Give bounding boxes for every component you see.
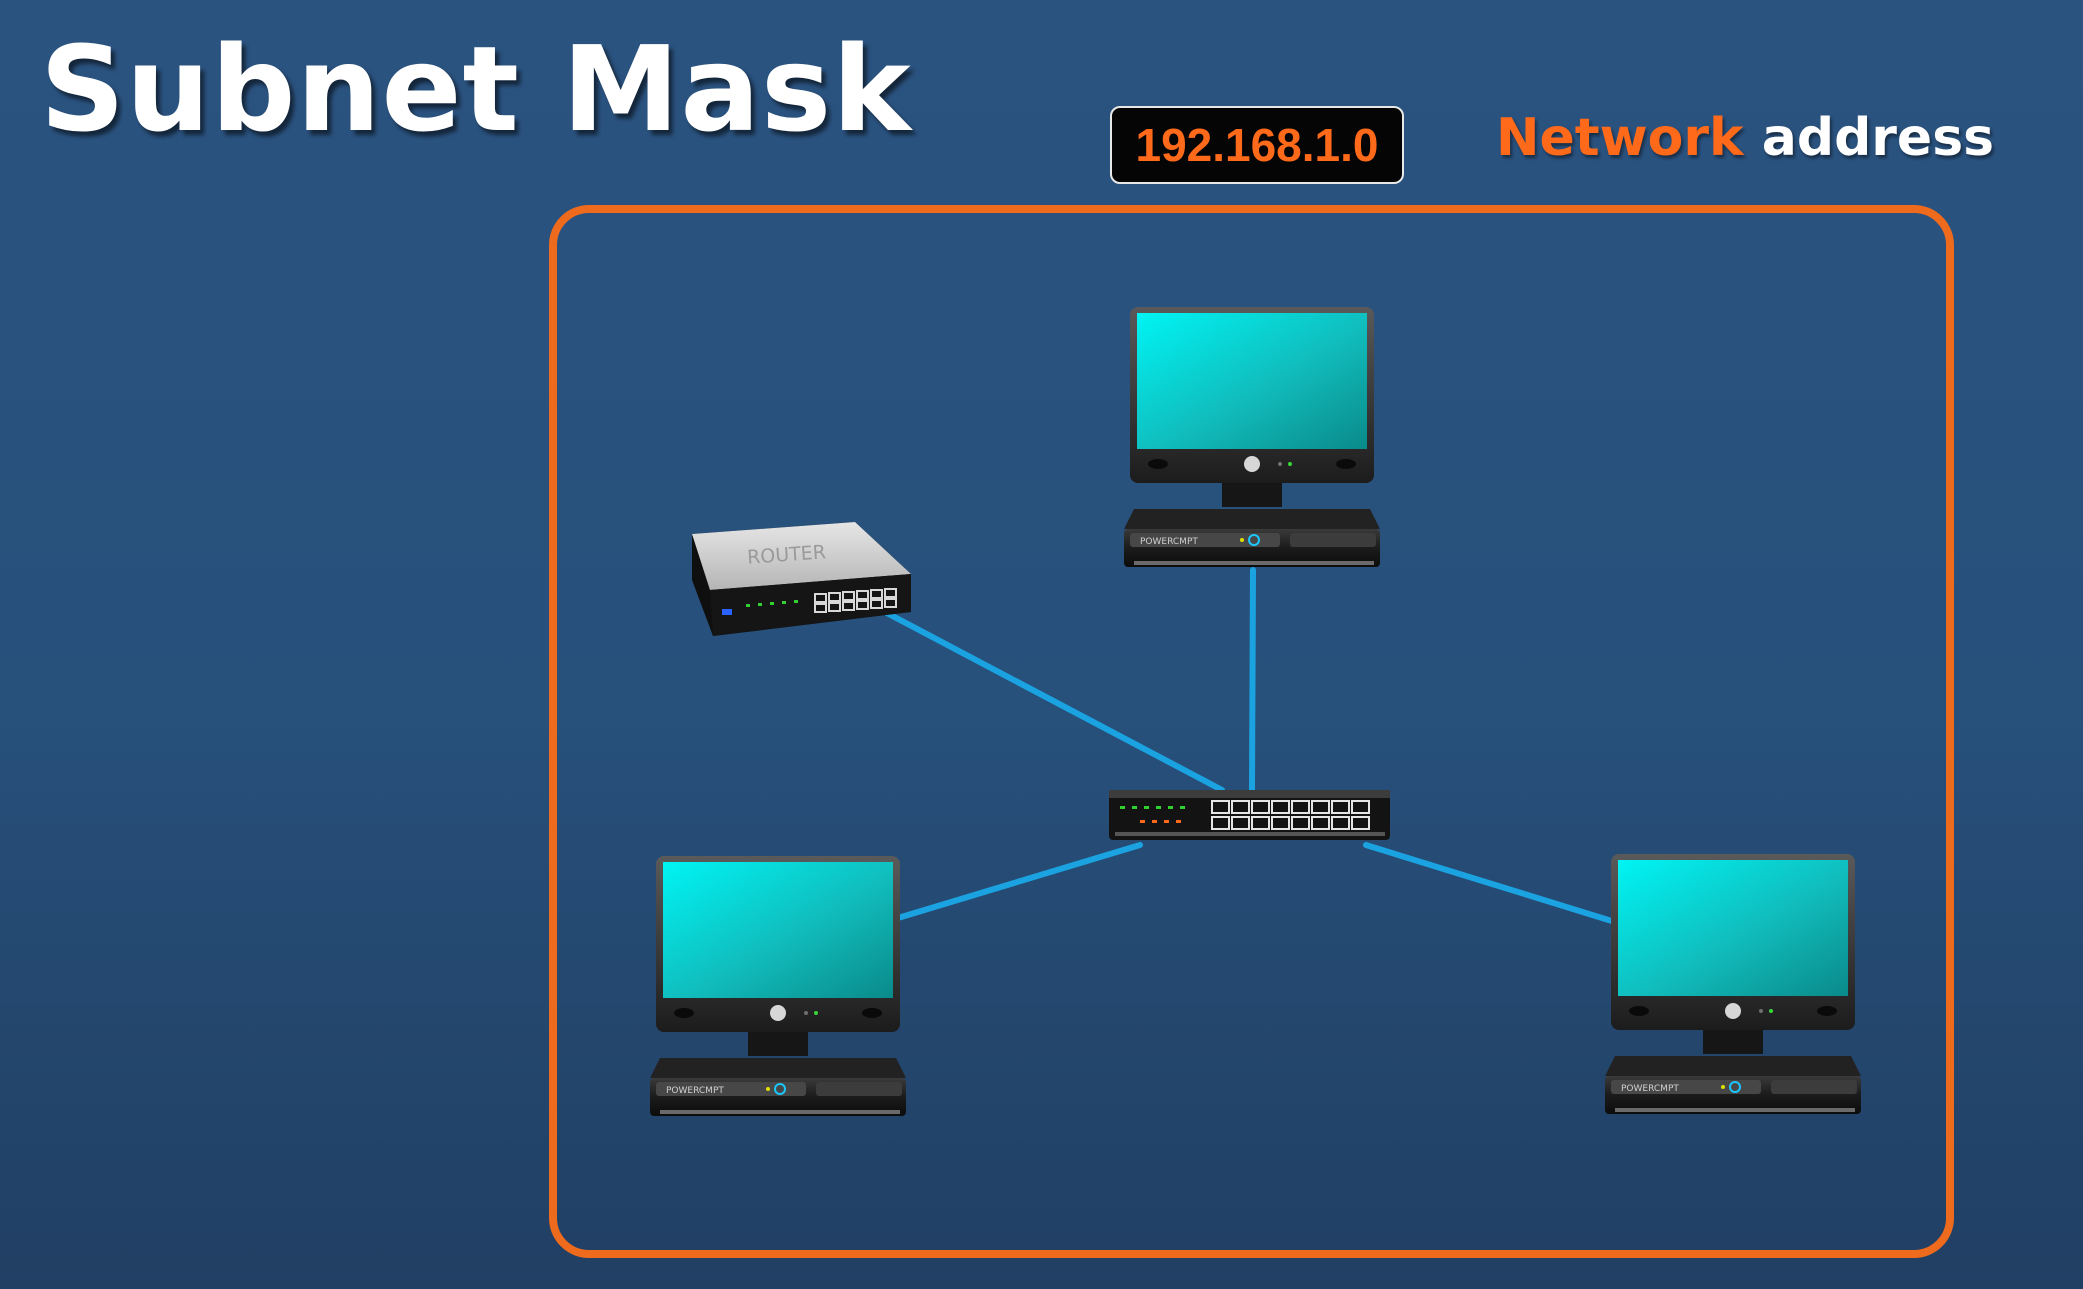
network-word: Network bbox=[1496, 108, 1744, 168]
computer-left: POWERCMPT bbox=[649, 855, 907, 1117]
cable-computer-right-switch bbox=[1363, 842, 1618, 925]
network-boundary bbox=[549, 205, 1954, 1258]
computer-top-brand: POWERCMPT bbox=[1140, 537, 1198, 547]
router-label: ROUTER bbox=[746, 541, 826, 568]
slide-title: Subnet Mask bbox=[40, 20, 912, 158]
computer-left-brand: POWERCMPT bbox=[666, 1086, 724, 1096]
computer-right: POWERCMPT bbox=[1604, 853, 1862, 1115]
cable-computer-top-switch bbox=[1249, 567, 1256, 793]
router-device: ROUTER bbox=[692, 522, 911, 636]
cable-router-switch bbox=[882, 609, 1225, 793]
cable-connections bbox=[882, 567, 1618, 925]
computer-right-brand: POWERCMPT bbox=[1621, 1084, 1679, 1094]
cable-computer-left-switch bbox=[895, 842, 1143, 921]
network-ip-box: 192.168.1.0 bbox=[1110, 106, 1404, 184]
switch-device bbox=[1109, 790, 1390, 840]
address-word: address bbox=[1761, 108, 1995, 168]
network-address-label: Network address bbox=[1496, 108, 1994, 168]
computer-top: POWERCMPT bbox=[1123, 306, 1381, 568]
network-ip-text: 192.168.1.0 bbox=[1135, 119, 1379, 171]
